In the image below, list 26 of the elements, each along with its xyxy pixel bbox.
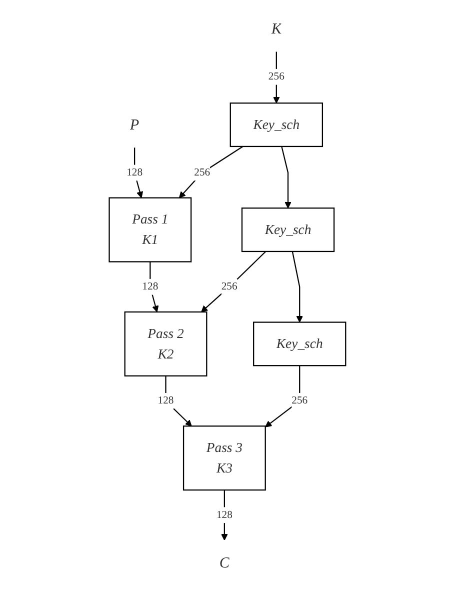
node-box: Key_sch	[241, 208, 334, 252]
arrow	[264, 366, 300, 428]
edge-label: 128	[216, 509, 232, 521]
node-box: Key_sch	[252, 322, 346, 366]
arrow	[292, 251, 303, 323]
edge-label: 256	[291, 395, 308, 407]
node-box: Pass 3 K3	[182, 426, 266, 491]
arrow	[280, 146, 291, 208]
edge-label: 256	[220, 281, 237, 293]
arrow	[149, 262, 158, 312]
arrow	[178, 146, 243, 198]
node-text: P	[130, 116, 139, 134]
node-box: Pass 1 K1	[108, 197, 192, 262]
node-text: C	[218, 554, 230, 572]
node-box: Pass 2 K2	[124, 311, 207, 376]
edge-label: 128	[126, 167, 142, 178]
edge-label: 256	[194, 167, 210, 178]
edge-label: 128	[142, 281, 158, 293]
arrow	[164, 376, 192, 426]
arrow	[134, 148, 143, 198]
arrow	[272, 52, 280, 104]
node-box: Key_sch	[229, 102, 323, 148]
arrow	[200, 251, 266, 312]
arrow	[220, 490, 228, 541]
edge-label: 256	[268, 71, 284, 83]
edge-label: 128	[157, 395, 174, 407]
